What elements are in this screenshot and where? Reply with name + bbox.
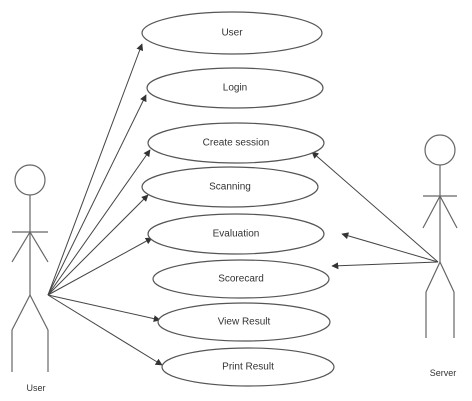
user-actor-left-leg [11, 294, 31, 331]
use-case-scorecard-shape [152, 259, 330, 299]
use-case-scanning-label: Scanning [209, 182, 251, 193]
use-case-login-label: Login [223, 83, 247, 94]
server-actor-label: Server [430, 368, 457, 378]
use-case-view-result-shape [157, 302, 331, 342]
use-case-scorecard: Scorecard [152, 259, 330, 299]
use-case-print-result: Print Result [161, 347, 335, 387]
user-actor: User [11, 164, 49, 393]
use-case-scanning: Scanning [141, 166, 319, 208]
user-associations [47, 43, 163, 366]
use-case-evaluation: Evaluation [147, 213, 325, 255]
server-actor-head [424, 134, 456, 166]
use-case-user-shape [141, 11, 323, 55]
use-case-evaluation-label: Evaluation [213, 229, 260, 240]
server-actor-right-arm [439, 195, 458, 229]
use-case-create-session-label: Create session [203, 138, 270, 149]
use-case-login: Login [146, 67, 324, 109]
assoc-user-to-evaluation [47, 237, 153, 296]
server-actor-right-leg [439, 261, 455, 293]
use-case-login-shape [146, 67, 324, 109]
use-case-evaluation-shape [147, 213, 325, 255]
use-case-print-result-shape [161, 347, 335, 387]
user-actor-label: User [26, 383, 45, 393]
use-case-scanning-shape [141, 166, 319, 208]
assoc-user-to-view-result [47, 294, 161, 323]
assoc-user-to-login [47, 94, 147, 296]
assoc-user-to-create-session [47, 149, 151, 296]
assoc-server-to-create-session [311, 151, 439, 263]
assoc-user-to-print-result [47, 294, 163, 366]
assoc-server-to-scorecard [331, 261, 439, 270]
assoc-server-to-evaluation [341, 232, 439, 263]
assoc-user-to-scanning [47, 194, 149, 296]
use-case-create-session-shape [147, 122, 325, 164]
use-case-user-label: User [221, 28, 243, 39]
server-actor-left-arm [422, 195, 441, 229]
server-associations [311, 151, 439, 270]
server-actor-left-leg [425, 261, 441, 293]
user-actor-right-leg [29, 294, 49, 331]
use-case-print-result-label: Print Result [222, 362, 274, 373]
use-case-create-session: Create session [147, 122, 325, 164]
assoc-user-to-user-case [47, 43, 144, 296]
user-actor-right-arm [29, 231, 49, 263]
use-case-scorecard-label: Scorecard [218, 274, 264, 285]
server-actor: Server [422, 134, 458, 378]
user-actor-left-arm [11, 231, 31, 263]
user-actor-head [14, 164, 46, 196]
use-case-view-result-label: View Result [218, 317, 271, 328]
use-case-user: User [141, 11, 323, 55]
use-case-view-result: View Result [157, 302, 331, 342]
